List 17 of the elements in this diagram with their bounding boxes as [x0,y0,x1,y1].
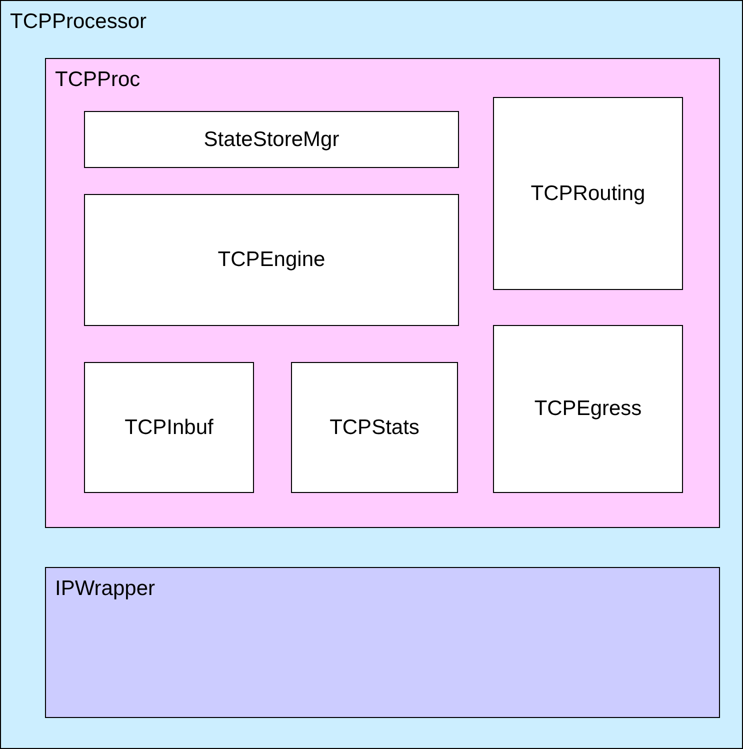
container-label: IPWrapper [55,577,155,601]
container-box [45,567,720,718]
component-label: TCPRouting [530,182,646,206]
component-label: TCPEgress [534,397,642,421]
container-label: TCPProc [55,68,140,92]
component-box [84,194,459,326]
component-box [291,362,458,493]
component-box [84,111,459,168]
component-label: TCPStats [330,416,420,440]
component-box [493,97,683,290]
component-label: TCPEngine [218,248,326,272]
container-box [45,58,720,528]
component-label: StateStoreMgr [204,128,340,152]
container-label: TCPProcessor [10,10,147,34]
component-box [84,362,254,493]
component-box [493,325,683,493]
component-label: TCPInbuf [124,416,214,440]
